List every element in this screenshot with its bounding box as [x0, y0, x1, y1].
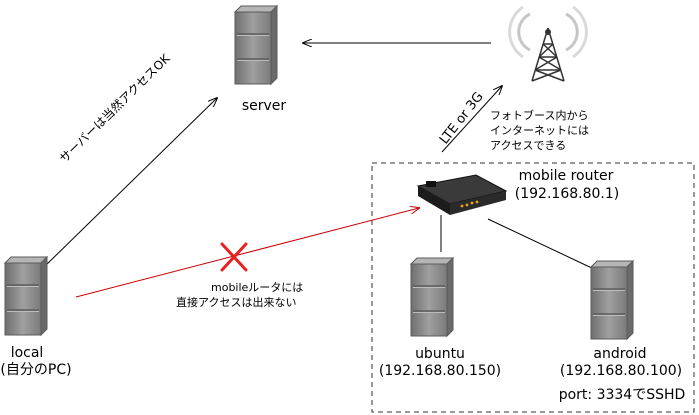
ubuntu-server-icon — [410, 257, 454, 337]
photobooth-note-line2: インターネットには — [490, 124, 589, 137]
photobooth-note-line1: フォトブース内から — [490, 109, 589, 122]
local-label: local — [10, 345, 44, 361]
photobooth-group-border — [371, 162, 695, 413]
blocked-edge-label-line2: 直接アクセスは出来ない — [176, 296, 297, 309]
local-sublabel: (自分のPC) — [0, 362, 72, 378]
ubuntu-label: ubuntu — [415, 346, 465, 362]
router-to-tower-arrow — [441, 86, 502, 153]
local-to-router-arrow — [75, 208, 419, 298]
server-icon — [234, 5, 278, 85]
local-to-server-arrow — [42, 98, 217, 269]
photobooth-note-line3: アクセスできる — [490, 139, 567, 152]
server-label: server — [241, 98, 287, 114]
android-label: android — [593, 346, 647, 362]
ubuntu-ip: (192.168.80.150) — [378, 363, 502, 379]
mobile-router-ip: (192.168.80.1) — [514, 186, 620, 202]
cell-tower-icon — [508, 5, 588, 82]
android-port-note: port: 3334でSSHD — [558, 387, 686, 403]
router-icon — [416, 174, 508, 215]
local-pc-icon — [4, 256, 48, 336]
router-android-link — [487, 218, 597, 271]
android-ip: (192.168.80.100) — [559, 363, 683, 379]
blocked-x-icon — [220, 242, 248, 272]
blocked-edge-label-line1: mobileルータには — [211, 281, 304, 294]
mobile-router-label: mobile router — [518, 168, 614, 184]
android-server-icon — [590, 260, 634, 340]
